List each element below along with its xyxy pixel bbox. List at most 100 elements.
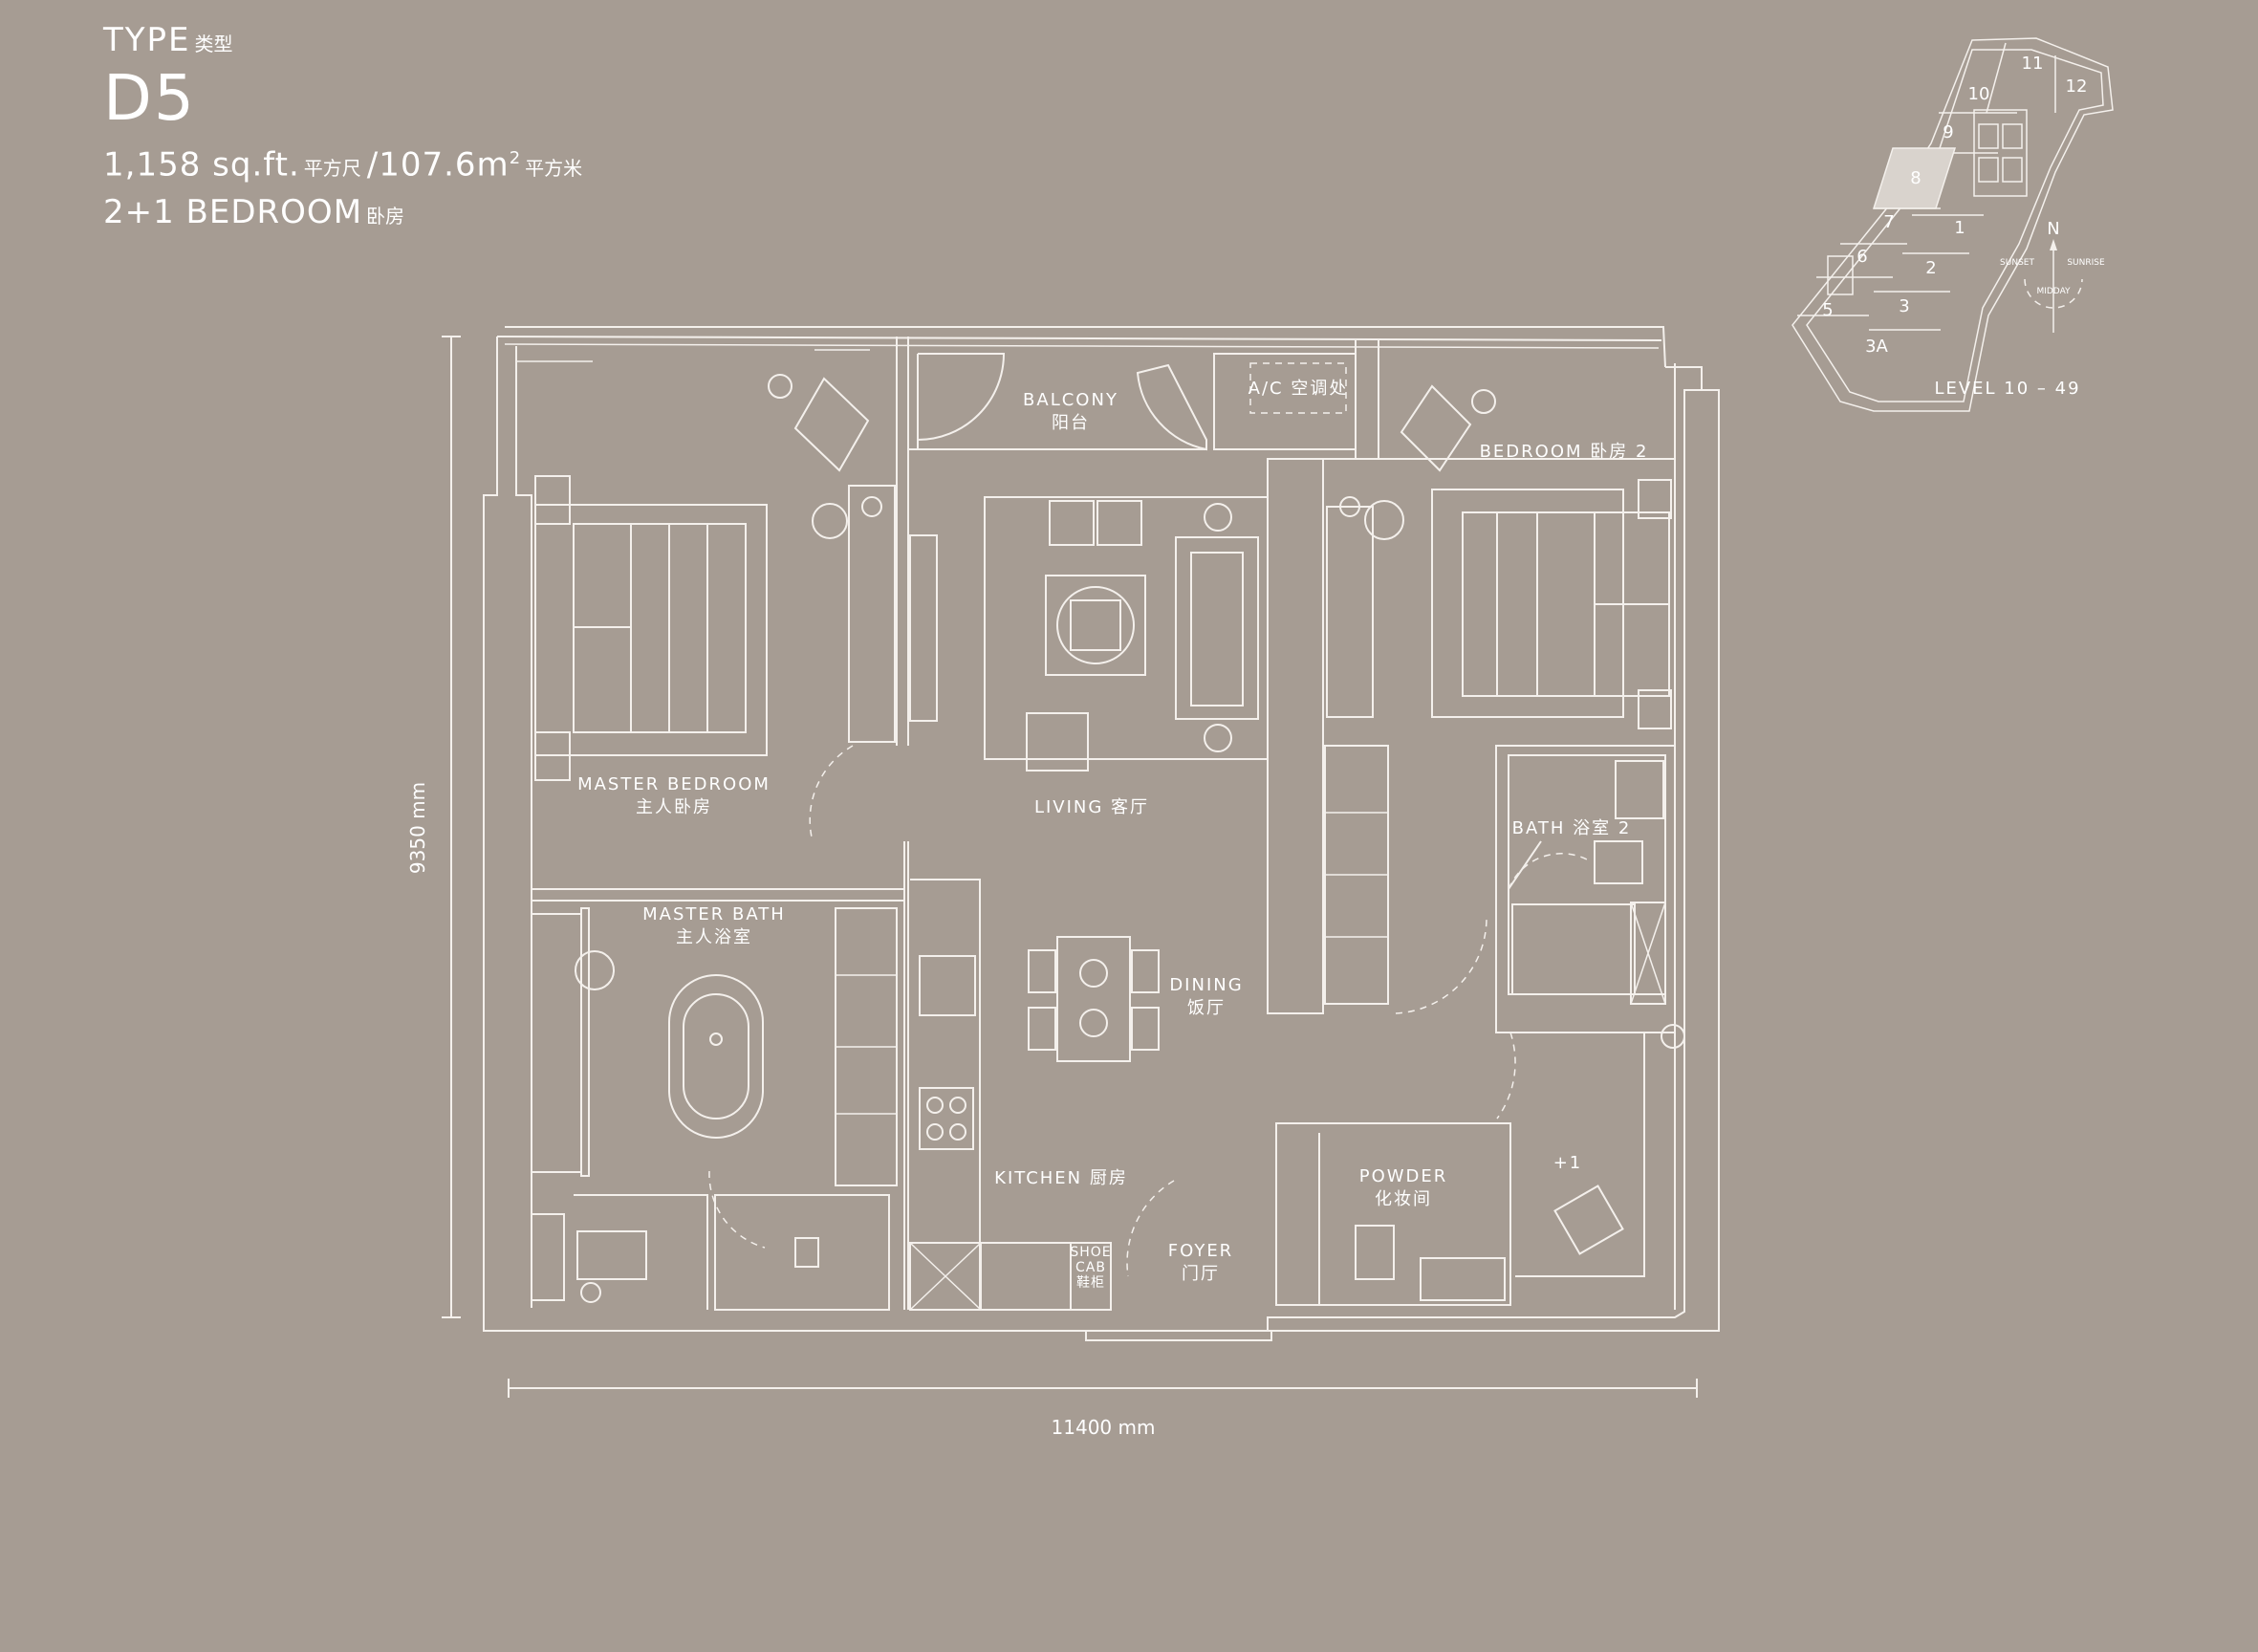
burner-icon	[949, 1123, 966, 1141]
linen-cabinet	[531, 1213, 565, 1301]
bedside-table	[1638, 479, 1672, 519]
room-label-master-bath-cn: 主人浴室	[676, 927, 752, 947]
centerpiece-icon	[1079, 1009, 1108, 1037]
label-shoe-cab-1: SHOE	[1070, 1245, 1111, 1260]
side-stool	[1364, 500, 1404, 540]
master-bath: MASTER BATH 主人浴室	[531, 904, 898, 1303]
master-bed-rug	[534, 504, 768, 756]
bathtub-inner	[683, 993, 749, 1119]
armchair	[1026, 712, 1089, 772]
key-unit-6: 6	[1856, 247, 1867, 267]
ottoman	[1049, 500, 1095, 546]
plus-one-room: +1	[1553, 1024, 1685, 1255]
burner-icon	[926, 1123, 944, 1141]
ac-ledge	[1213, 353, 1357, 450]
master-bedroom: MASTER BEDROOM 主人卧房	[516, 349, 896, 842]
entry-threshold	[484, 1330, 1272, 1341]
powder-toilet	[1355, 1225, 1395, 1280]
key-plan-core-lift	[2002, 157, 2023, 183]
ottoman	[1096, 500, 1142, 546]
powder-vanity	[1420, 1257, 1506, 1301]
bedroom-count-cn: 卧房	[366, 205, 405, 228]
room-label-master-bedroom: MASTER BEDROOM	[577, 774, 771, 794]
bedroom-2: BEDROOM 卧房 2	[1324, 384, 1672, 1014]
type-label: TYPE	[103, 21, 191, 59]
key-unit-3: 3	[1899, 296, 1909, 316]
room-label-dining-cn: 饭厅	[1187, 998, 1226, 1018]
bedside-table	[1638, 689, 1672, 729]
area-sqm: /107.6m	[366, 145, 510, 185]
width-dimension-label: 11400 mm	[1052, 1416, 1156, 1439]
kitchen-counter	[910, 879, 981, 1243]
compass-sunset: SUNSET	[2000, 258, 2034, 268]
room-label-bedroom2: BEDROOM 卧房 2	[1480, 442, 1649, 462]
dining-chair	[1131, 949, 1160, 993]
facade-top-right	[1665, 366, 1703, 390]
burner-icon	[949, 1097, 966, 1114]
armchair	[1400, 384, 1472, 472]
room-label-ac: A/C 空调处	[1248, 379, 1349, 399]
room-label-balcony: BALCONY	[1023, 390, 1118, 410]
key-unit-12: 12	[2066, 76, 2088, 97]
outer-wall	[483, 337, 1720, 1332]
bath2-walls	[1495, 745, 1676, 1033]
bedside-table	[534, 731, 571, 781]
dimension-lines: 9350 mm 11400 mm	[406, 336, 1698, 1439]
key-plan-core-lower	[1827, 255, 1854, 295]
key-unit-3a: 3A	[1865, 337, 1888, 357]
bedroom-count: 2+1 BEDROOM	[103, 193, 363, 232]
bathtub	[668, 974, 764, 1139]
lamp-icon	[1471, 389, 1496, 414]
key-plan-core-lift	[2002, 123, 2023, 149]
label-shoe-cab-cn: 鞋柜	[1076, 1275, 1105, 1291]
room-label-plus-one: +1	[1553, 1153, 1583, 1173]
ac-unit	[1249, 362, 1347, 414]
key-plan: 11 12 10 9 8 7 1 6 2 5 3 3A N SUNSET SUN…	[1791, 37, 2114, 412]
shower-drain	[794, 1237, 819, 1268]
bath2-door	[1508, 840, 1542, 890]
dining-area: DINING 饭厅	[1028, 936, 1242, 1062]
dining-table	[1056, 936, 1131, 1062]
lamp-icon	[1204, 724, 1232, 752]
bath2-shower	[1511, 903, 1636, 995]
balcony: BALCONY 阳台 A/C 空调处	[917, 353, 1349, 451]
label-shoe-cab-2: CAB	[1075, 1260, 1106, 1275]
burner-icon	[926, 1097, 944, 1114]
kitchen-store	[979, 1242, 1072, 1311]
tv-unit	[909, 534, 938, 722]
cabinet-cross	[1630, 902, 1666, 1005]
bath-door-swing	[708, 1170, 766, 1249]
plus-one-chair	[1553, 1185, 1624, 1255]
area-sqm-sup: 2	[509, 148, 522, 168]
key-unit-11: 11	[2022, 54, 2044, 74]
room-label-master-bedroom-cn: 主人卧房	[636, 797, 712, 817]
key-plan-line	[1986, 42, 2007, 114]
room-label-powder-cn: 化妆间	[1375, 1189, 1432, 1209]
facade-glass	[504, 343, 1660, 349]
plus-one-door-swing	[1496, 1032, 1516, 1119]
room-label-master-bath: MASTER BATH	[642, 904, 786, 924]
living-rug	[984, 496, 1269, 760]
kitchen: KITCHEN 厨房 SHOE CAB 鞋柜 FOYER 门厅	[909, 955, 1231, 1311]
vanity-counter	[531, 913, 582, 1173]
bath2-cabinet	[1630, 902, 1666, 1005]
key-plan-outline	[1791, 37, 2114, 412]
bath2-basin	[1615, 760, 1664, 819]
facade-top-inner	[496, 336, 1662, 341]
exterior-walls	[483, 326, 1720, 1341]
lamp-icon	[1661, 1024, 1685, 1049]
area-sqm-cn: 平方米	[525, 157, 583, 181]
room-label-balcony-cn: 阳台	[1052, 413, 1090, 433]
room-label-powder: POWDER	[1359, 1166, 1448, 1186]
key-plan-core	[1973, 109, 2028, 197]
coffee-table	[1045, 575, 1146, 676]
stool	[575, 950, 615, 990]
bath-2: BATH 浴室 2	[1508, 760, 1666, 1005]
bidet-icon	[580, 1282, 601, 1303]
bedside-table	[534, 475, 571, 525]
key-unit-10: 10	[1968, 84, 1990, 104]
